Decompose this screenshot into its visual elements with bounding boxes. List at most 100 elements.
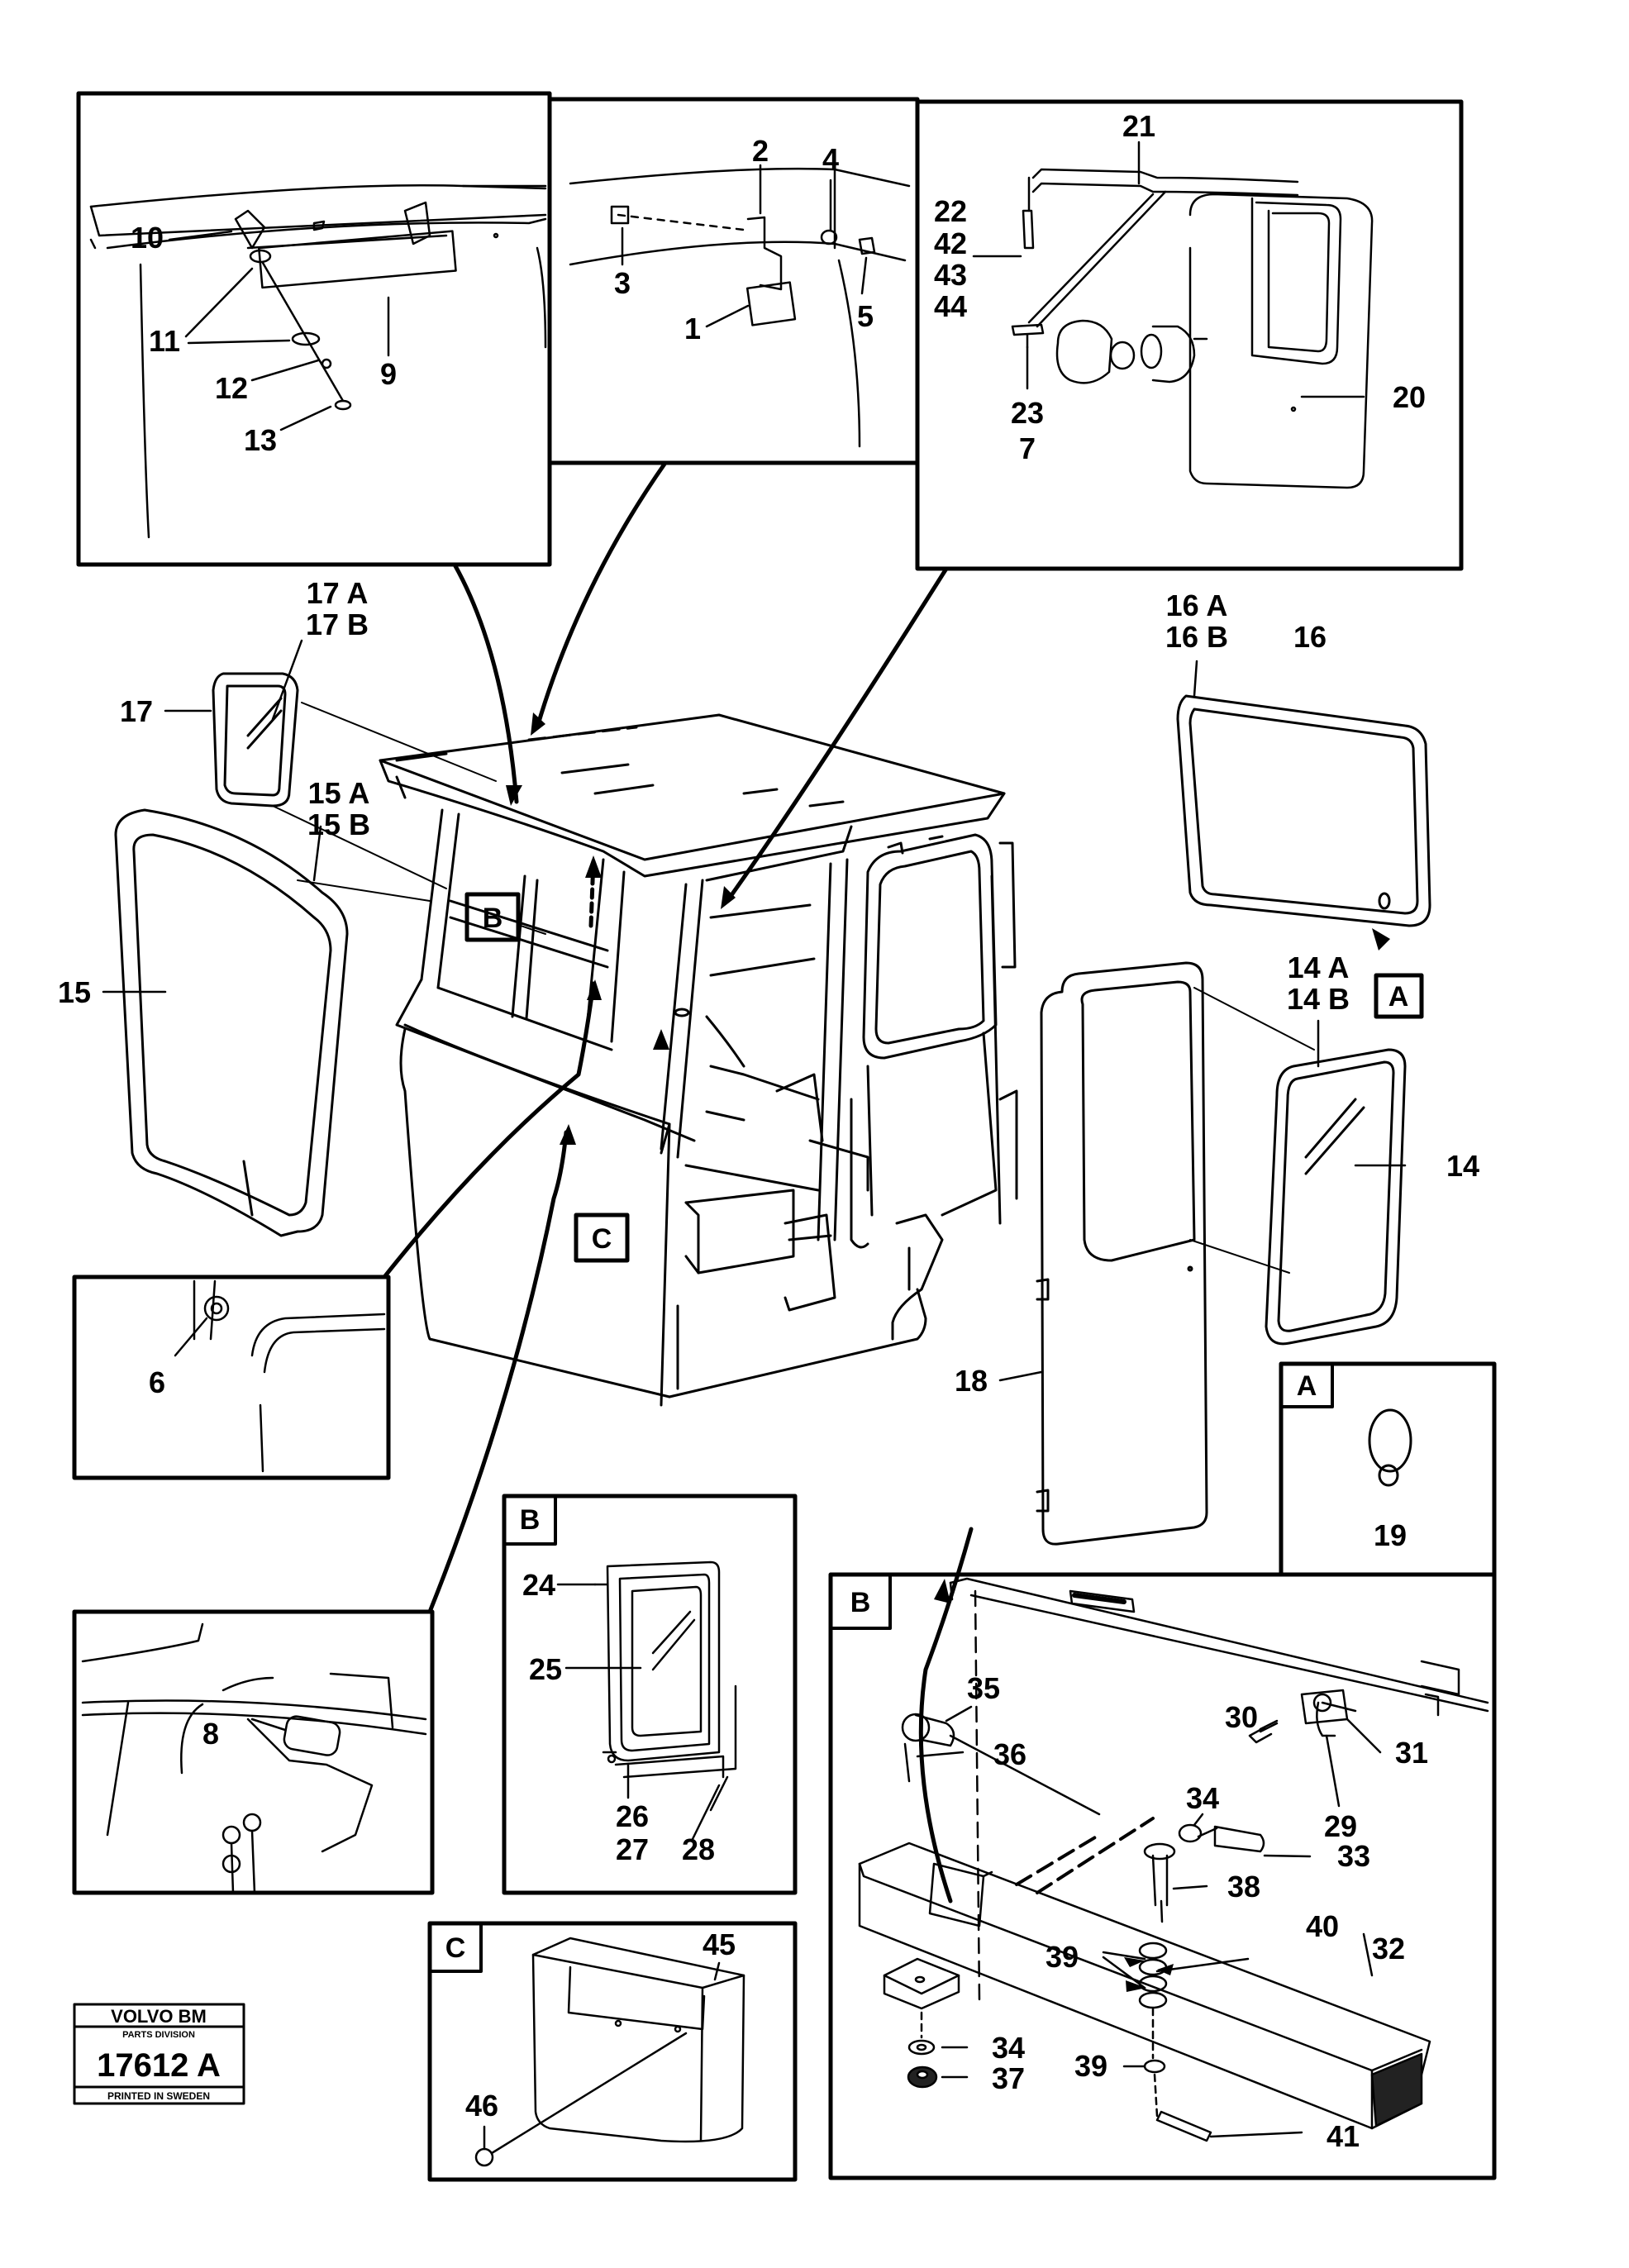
callout-16: 16 [1293,620,1327,654]
sliding-window-leaders [556,1583,721,1841]
callout-43: 43 [934,258,967,292]
callout-18: 18 [955,1364,988,1398]
rear-view-mirror-drawing [1011,168,1374,489]
arrow-heads [506,712,1390,1603]
callout-14: 14 [1446,1149,1479,1183]
volvo-stamp [73,2003,245,2105]
detail-panel-interior-mirror [547,97,920,465]
callout-36: 36 [993,1737,1026,1771]
callout-25: 25 [529,1652,562,1686]
panel-frames [72,91,1497,2182]
callout-12: 12 [215,371,248,405]
ref-a-box: A [1297,1370,1317,1402]
callout-13: 13 [244,423,277,457]
callout-23: 23 [1011,396,1044,430]
callout-10: 10 [131,221,164,255]
callout-34-bottom: 34 [992,2031,1025,2065]
cab-drawing [379,713,1018,1407]
callout-16b: 16 B [1165,620,1228,654]
panel-tabs [428,1362,1334,1973]
ref-c-box: C [445,1932,466,1964]
windshield-glass [114,808,349,1237]
rear-glass-16 [1176,694,1431,927]
callout-30: 30 [1225,1700,1258,1734]
callout-11: 11 [149,324,180,358]
interior-mirror-leaders [621,164,868,328]
storage-box-leaders [483,1961,721,2151]
washer-nozzle-drawing [174,1279,386,1473]
callout-41: 41 [1327,2119,1360,2153]
callout-14a: 14 A [1288,951,1350,984]
ref-c-main: C [592,1223,612,1255]
callout-33: 33 [1337,1839,1370,1873]
callout-17a: 17 A [307,576,369,610]
main-view-leaders [102,639,1407,1382]
callout-6: 6 [149,1365,165,1399]
callout-29: 29 [1324,1809,1357,1843]
storage-box-drawing [474,1937,745,2167]
callout-38: 38 [1227,1870,1260,1904]
callout-7: 7 [1019,431,1036,465]
sun-visor-leaders [168,230,390,431]
detail-panel-b-sliding-window [502,1494,798,1895]
door-18 [1036,961,1208,1546]
stamp-division: PARTS DIVISION [122,2030,195,2040]
tool-box-leaders [916,1705,1382,2138]
callout-15a: 15 A [308,776,370,810]
callout-39-top: 39 [1046,1940,1079,1974]
ref-boxes [464,892,1424,1263]
callout-17b: 17 B [306,608,369,641]
callout-26: 26 [616,1799,649,1833]
ref-b-main: B [483,903,503,934]
callout-4: 4 [822,142,839,176]
callout-3: 3 [614,266,631,300]
callout-17: 17 [120,694,153,728]
callout-15b: 15 B [307,808,370,841]
callout-35: 35 [967,1671,1000,1705]
callout-27: 27 [616,1832,649,1866]
dash-plug-drawing [81,1622,427,1894]
door-glass-14 [1265,1048,1407,1346]
callout-1: 1 [684,312,701,345]
detail-panel-dash-plug [72,1609,435,1895]
sliding-window-drawing [593,1560,737,1812]
stamp-brand: VOLVO BM [111,2006,207,2027]
ref-b-box-window: B [520,1504,541,1536]
callout-2: 2 [752,134,769,168]
callout-14b: 14 B [1287,982,1350,1016]
callout-44: 44 [934,289,967,323]
callout-46: 46 [465,2089,498,2123]
callout-40: 40 [1306,1909,1339,1943]
callout-24: 24 [522,1568,555,1602]
stamp-printed: PRINTED IN SWEDEN [107,2090,210,2102]
pointer-arrows [382,460,974,1904]
callout-16a: 16 A [1166,588,1228,622]
callout-39-bottom: 39 [1074,2049,1107,2083]
callout-45: 45 [703,1927,736,1961]
grommet-drawing [1368,1408,1412,1487]
callout-31: 31 [1395,1736,1428,1770]
callout-9: 9 [380,357,397,391]
callout-34-top: 34 [1186,1781,1219,1815]
tool-box-arrow-tips [1124,1957,1174,1992]
rear-view-mirror-leaders [972,141,1365,398]
detail-panel-b-tool-box [828,1572,1497,2180]
detail-panel-rear-view-mirror [915,99,1464,571]
callout-8: 8 [202,1717,219,1751]
stamp-code: 17612 A [97,2047,221,2084]
ref-b-box-toolbox: B [850,1587,871,1618]
callout-32: 32 [1372,1932,1405,1965]
callout-5: 5 [857,299,874,333]
callout-21: 21 [1122,109,1155,143]
callout-20: 20 [1393,380,1426,414]
detail-panel-washer-nozzle [72,1275,391,1480]
side-glass-17 [212,672,299,808]
callout-37: 37 [992,2061,1025,2095]
callout-labels: 10 11 12 13 9 2 4 3 5 1 21 22 42 43 44 2… [58,109,1479,2153]
callout-42: 42 [934,226,967,260]
callout-19: 19 [1374,1518,1407,1552]
callout-28: 28 [682,1832,715,1866]
reference-letters: B A C A B C B [445,903,1409,1964]
